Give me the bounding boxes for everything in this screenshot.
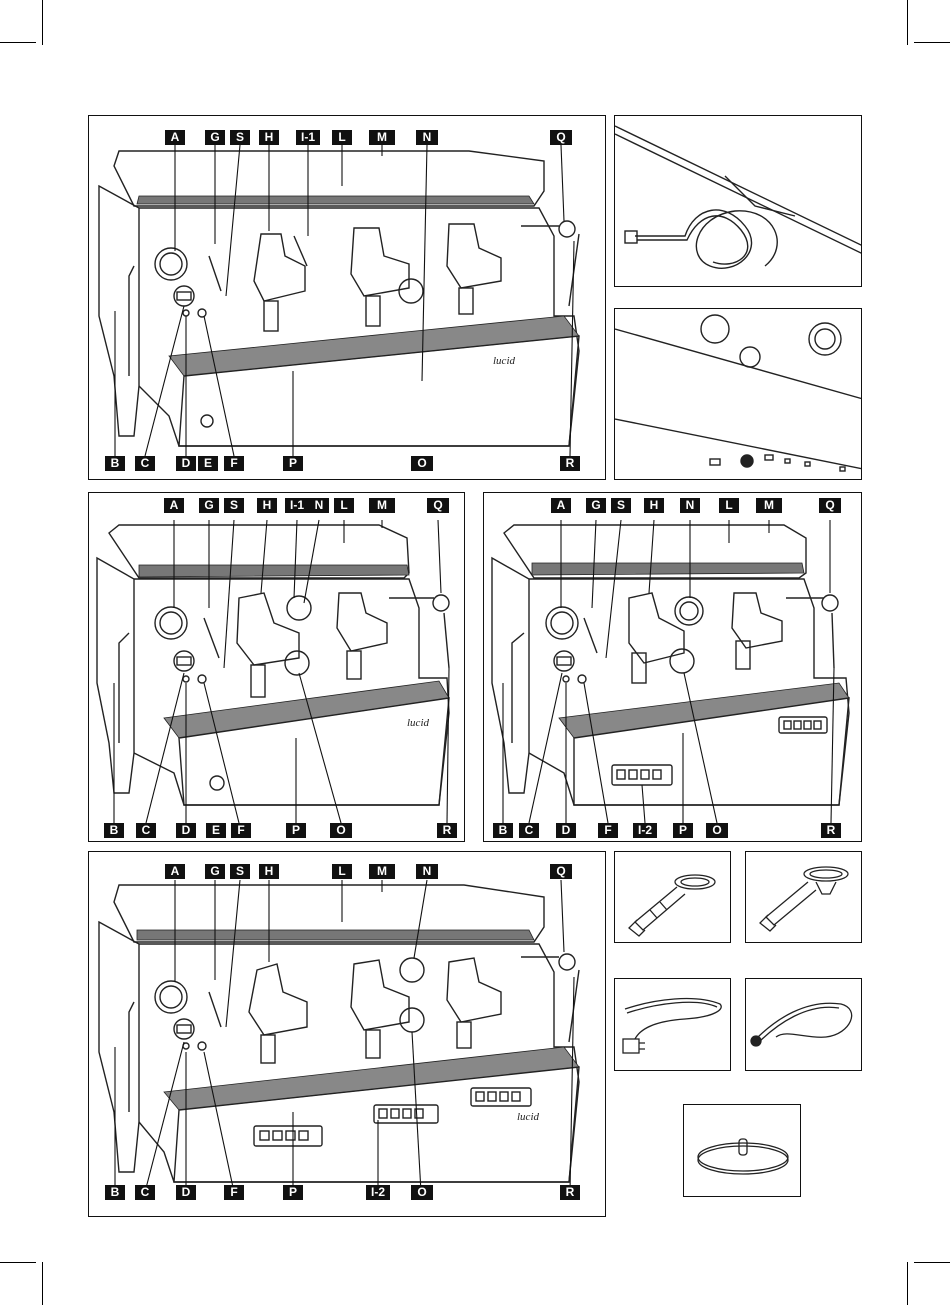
label-C: C xyxy=(135,1185,155,1200)
label-F: F xyxy=(224,456,244,471)
label-C: C xyxy=(136,823,156,838)
label-M: M xyxy=(756,498,782,513)
power-cable-icon xyxy=(615,979,731,1071)
label-P: P xyxy=(283,1185,303,1200)
label-G: G xyxy=(586,498,606,513)
label-S: S xyxy=(611,498,631,513)
label-I-2: I-2 xyxy=(633,823,657,838)
accessory-portafilter-single xyxy=(614,851,731,943)
label-G: G xyxy=(205,130,225,145)
portafilter-icon xyxy=(615,852,731,943)
leader-lines xyxy=(89,116,606,480)
label-L: L xyxy=(332,130,352,145)
crop-mark xyxy=(907,0,908,45)
label-R: R xyxy=(560,456,580,471)
label-C: C xyxy=(135,456,155,471)
label-Q: Q xyxy=(550,864,572,879)
label-O: O xyxy=(411,1185,433,1200)
crop-mark xyxy=(0,1262,36,1263)
machine-diagram-panel-4: lucid A G S H L M N Q B C D F P I-2 O R xyxy=(88,851,606,1217)
label-I-1: I-1 xyxy=(296,130,320,145)
label-D: D xyxy=(176,456,196,471)
label-R: R xyxy=(821,823,841,838)
label-Q: Q xyxy=(550,130,572,145)
label-P: P xyxy=(286,823,306,838)
machine-diagram-panel-3: A G S H N L M Q B C D F I-2 P O R xyxy=(483,492,862,842)
label-S: S xyxy=(230,130,250,145)
label-P: P xyxy=(673,823,693,838)
label-E: E xyxy=(206,823,226,838)
detail-hose-panel xyxy=(614,115,862,287)
label-O: O xyxy=(411,456,433,471)
label-R: R xyxy=(560,1185,580,1200)
label-A: A xyxy=(164,498,184,513)
label-F: F xyxy=(598,823,618,838)
label-S: S xyxy=(230,864,250,879)
label-L: L xyxy=(334,498,354,513)
label-F: F xyxy=(231,823,251,838)
label-G: G xyxy=(199,498,219,513)
blind-filter-disc-icon xyxy=(684,1105,801,1197)
detail-underside-panel xyxy=(614,308,862,480)
label-C: C xyxy=(519,823,539,838)
accessory-power-cable xyxy=(614,978,731,1071)
label-F: F xyxy=(224,1185,244,1200)
machine-diagram-panel-2: lucid A G S H I-1 N L M Q B C D E F P O … xyxy=(88,492,465,842)
label-B: B xyxy=(105,456,125,471)
crop-mark xyxy=(0,42,36,43)
label-D: D xyxy=(556,823,576,838)
hose-coil-illustration xyxy=(615,116,862,287)
label-Q: Q xyxy=(819,498,841,513)
label-M: M xyxy=(369,498,395,513)
label-O: O xyxy=(706,823,728,838)
crop-mark xyxy=(914,1262,950,1263)
water-hose-icon xyxy=(746,979,862,1071)
label-R: R xyxy=(437,823,457,838)
accessory-blind-filter xyxy=(683,1104,801,1197)
crop-mark xyxy=(42,1262,43,1305)
machine-diagram-panel-1: lucid A G S H I-1 L M N Q B C D E F P O … xyxy=(88,115,606,480)
label-M: M xyxy=(369,864,395,879)
leader-lines xyxy=(89,852,606,1217)
label-S: S xyxy=(224,498,244,513)
label-H: H xyxy=(259,130,279,145)
label-A: A xyxy=(165,130,185,145)
label-B: B xyxy=(104,823,124,838)
label-N: N xyxy=(680,498,700,513)
label-O: O xyxy=(330,823,352,838)
accessory-portafilter-double xyxy=(745,851,862,943)
label-H: H xyxy=(259,864,279,879)
label-N: N xyxy=(416,864,438,879)
accessory-water-hose xyxy=(745,978,862,1071)
label-N: N xyxy=(309,498,329,513)
label-L: L xyxy=(332,864,352,879)
label-M: M xyxy=(369,130,395,145)
label-G: G xyxy=(205,864,225,879)
label-H: H xyxy=(644,498,664,513)
label-B: B xyxy=(105,1185,125,1200)
label-I-1: I-1 xyxy=(285,498,309,513)
label-N: N xyxy=(416,130,438,145)
label-H: H xyxy=(257,498,277,513)
leader-lines xyxy=(89,493,465,842)
crop-mark xyxy=(42,0,43,45)
portafilter-double-icon xyxy=(746,852,862,943)
machine-underside-illustration xyxy=(615,309,862,480)
label-D: D xyxy=(176,823,196,838)
label-L: L xyxy=(719,498,739,513)
label-P: P xyxy=(283,456,303,471)
crop-mark xyxy=(907,1262,908,1305)
label-Q: Q xyxy=(427,498,449,513)
label-E: E xyxy=(198,456,218,471)
label-A: A xyxy=(165,864,185,879)
label-B: B xyxy=(493,823,513,838)
label-D: D xyxy=(176,1185,196,1200)
crop-mark xyxy=(914,42,950,43)
leader-lines xyxy=(484,493,862,842)
label-A: A xyxy=(551,498,571,513)
label-I-2: I-2 xyxy=(366,1185,390,1200)
